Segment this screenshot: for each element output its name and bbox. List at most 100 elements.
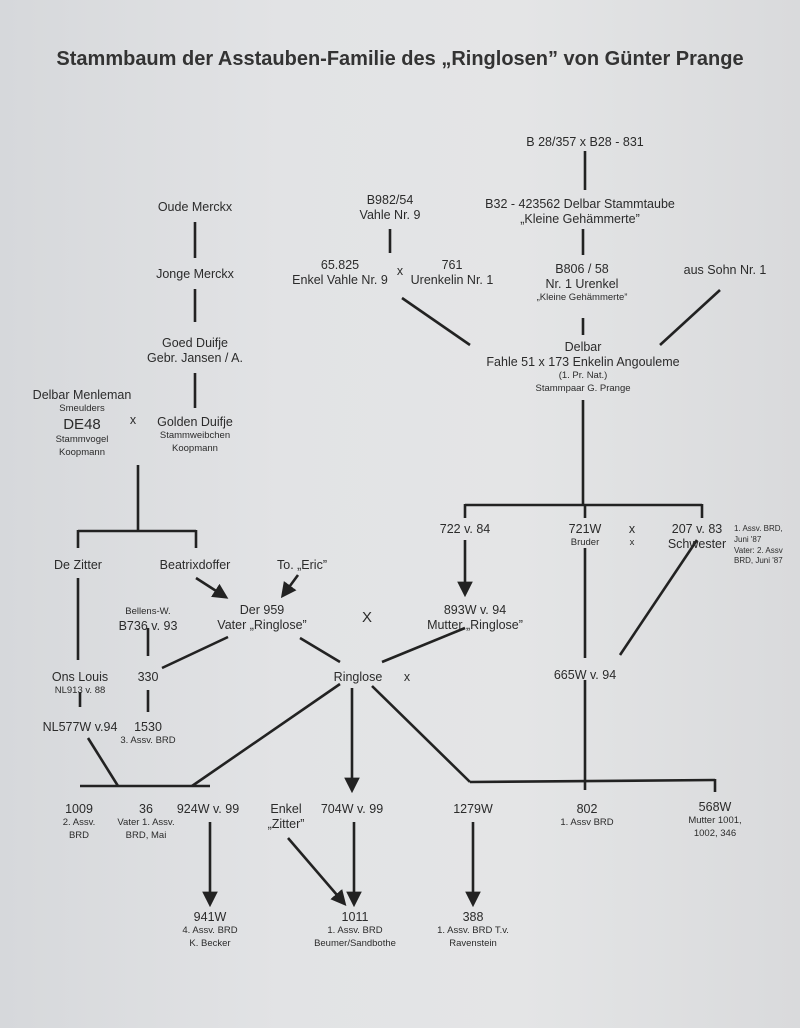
page-title: Stammbaum der Asstauben-Familie des „Rin… [56, 48, 744, 70]
node-text-line: Ringlose [333, 670, 383, 684]
node-nl577w: NL577W v.94 [43, 720, 118, 735]
node-bellens-b736: Bellens-W.B736 v. 93 [119, 606, 178, 634]
node-text-line: x [403, 670, 411, 684]
node-text-line: 1. Assv. BRD [327, 925, 383, 936]
node-text-line: Vahle Nr. 9 [359, 208, 421, 222]
node-text-line: Smeulders [59, 403, 105, 414]
node-text-line: 893W v. 94 [443, 603, 507, 617]
pairing-x: x [397, 264, 403, 279]
node-text-line: (1. Pr. Nat.) [558, 370, 608, 381]
node-text-line: Enkel [270, 802, 302, 816]
node-de-zitter: De Zitter [54, 558, 102, 573]
node-text-line: 3. Assv. BRD [120, 735, 176, 746]
node-text-line: x [396, 264, 404, 278]
node-text-line: K. Becker [189, 937, 231, 949]
node-text-line: 1. Assv. BRD, [734, 524, 783, 533]
node-text-line: 65.825 [320, 258, 360, 272]
node-text-line: BRD [68, 829, 90, 841]
node-aus-sohn: aus Sohn Nr. 1 [684, 263, 767, 278]
node-text-line: x [629, 537, 635, 548]
node-text-line: Beatrixdoffer [159, 558, 231, 572]
node-text-line: 665W v. 94 [553, 668, 617, 682]
node-text-line: X [361, 609, 373, 626]
node-text-line: B 28/357 x B28 - 831 [526, 135, 644, 149]
node-text-line: Mutter 1001, [688, 815, 742, 826]
node-text-line: 2. Assv. [62, 817, 96, 828]
node-text-line: Nr. 1 Urenkel [545, 277, 619, 291]
node-enkel-zitter: Enkel„Zitter” [268, 802, 305, 832]
node-text-line: Mutter „Ringlose” [427, 618, 523, 632]
node-text-line: aus Sohn Nr. 1 [683, 263, 767, 277]
node-text-line: x [129, 413, 137, 427]
node-text-line: Der 959 [239, 603, 285, 617]
node-text-line: Stammpaar G. Prange [535, 382, 631, 394]
node-text-line: Bellens-W. [125, 606, 171, 617]
node-665w: 665W v. 94 [554, 668, 616, 683]
node-text-line: Schwester [667, 537, 727, 551]
node-text-line: Enkel Vahle Nr. 9 [292, 273, 388, 287]
node-text-line: Fahle 51 x 173 Enkelin Angouleme [486, 355, 680, 369]
pairing-big-x: X [362, 609, 372, 627]
node-text-line: B736 v. 93 [118, 618, 178, 633]
node-b32-stammtaube: B32 - 423562 Delbar Stammtaube„Kleine Ge… [485, 197, 675, 227]
node-text-line: 1002, 346 [693, 827, 737, 839]
node-text-line: 1279W [453, 802, 493, 816]
pairing-x: x [130, 413, 136, 428]
node-text-line: Koopmann [172, 442, 218, 454]
node-text-line: B982/54 [366, 193, 414, 207]
node-text-line: 1530 [134, 720, 162, 734]
node-text-line: 330 [137, 670, 159, 684]
node-b28: B 28/357 x B28 - 831 [526, 135, 643, 150]
node-text-line: Golden Duifje [157, 415, 233, 429]
node-text-line: 941W [193, 910, 227, 924]
node-text-line: B32 - 423562 Delbar Stammtaube [485, 197, 675, 211]
node-text-line: BRD, Mai [125, 829, 167, 841]
node-text-line: 36 [139, 802, 153, 816]
pairing-x: x [404, 670, 410, 685]
node-text-line: 207 v. 83 [671, 522, 723, 536]
node-text-line: Vater „Ringlose” [217, 618, 307, 632]
node-beatrixdoffer: Beatrixdoffer [160, 558, 231, 573]
node-330: 330 [138, 670, 159, 685]
node-text-line: 1. Assv. BRD T.v. [437, 925, 509, 936]
node-text-line: Gebr. Jansen / A. [147, 351, 243, 365]
node-text-line: Ravenstein [449, 937, 497, 949]
node-ringlose: Ringlose [334, 670, 383, 685]
node-text-line: Stammvogel [55, 433, 109, 445]
node-text-line: To. „Eric” [277, 558, 327, 572]
node-text-line: 4. Assv. BRD [182, 925, 238, 936]
node-text-line: Vater: 2. Assv [734, 545, 783, 555]
node-jonge-merckx: Jonge Merckx [156, 267, 234, 282]
node-1279w: 1279W [453, 802, 493, 817]
node-text-line: Ons Louis [51, 670, 109, 684]
node-text-line: x [628, 522, 636, 536]
node-text-line: Oude Merckx [157, 200, 233, 214]
node-text-line: Koopmann [59, 446, 105, 458]
node-text-line: 1011 [341, 910, 369, 924]
node-text-line: 802 [576, 802, 598, 816]
node-oude-merckx: Oude Merckx [158, 200, 232, 215]
node-text-line: Stammweibchen [159, 430, 231, 441]
node-text-line: 761 [441, 258, 463, 272]
node-text-line: NL577W v.94 [42, 720, 118, 734]
node-704w: 704W v. 99 [321, 802, 383, 817]
